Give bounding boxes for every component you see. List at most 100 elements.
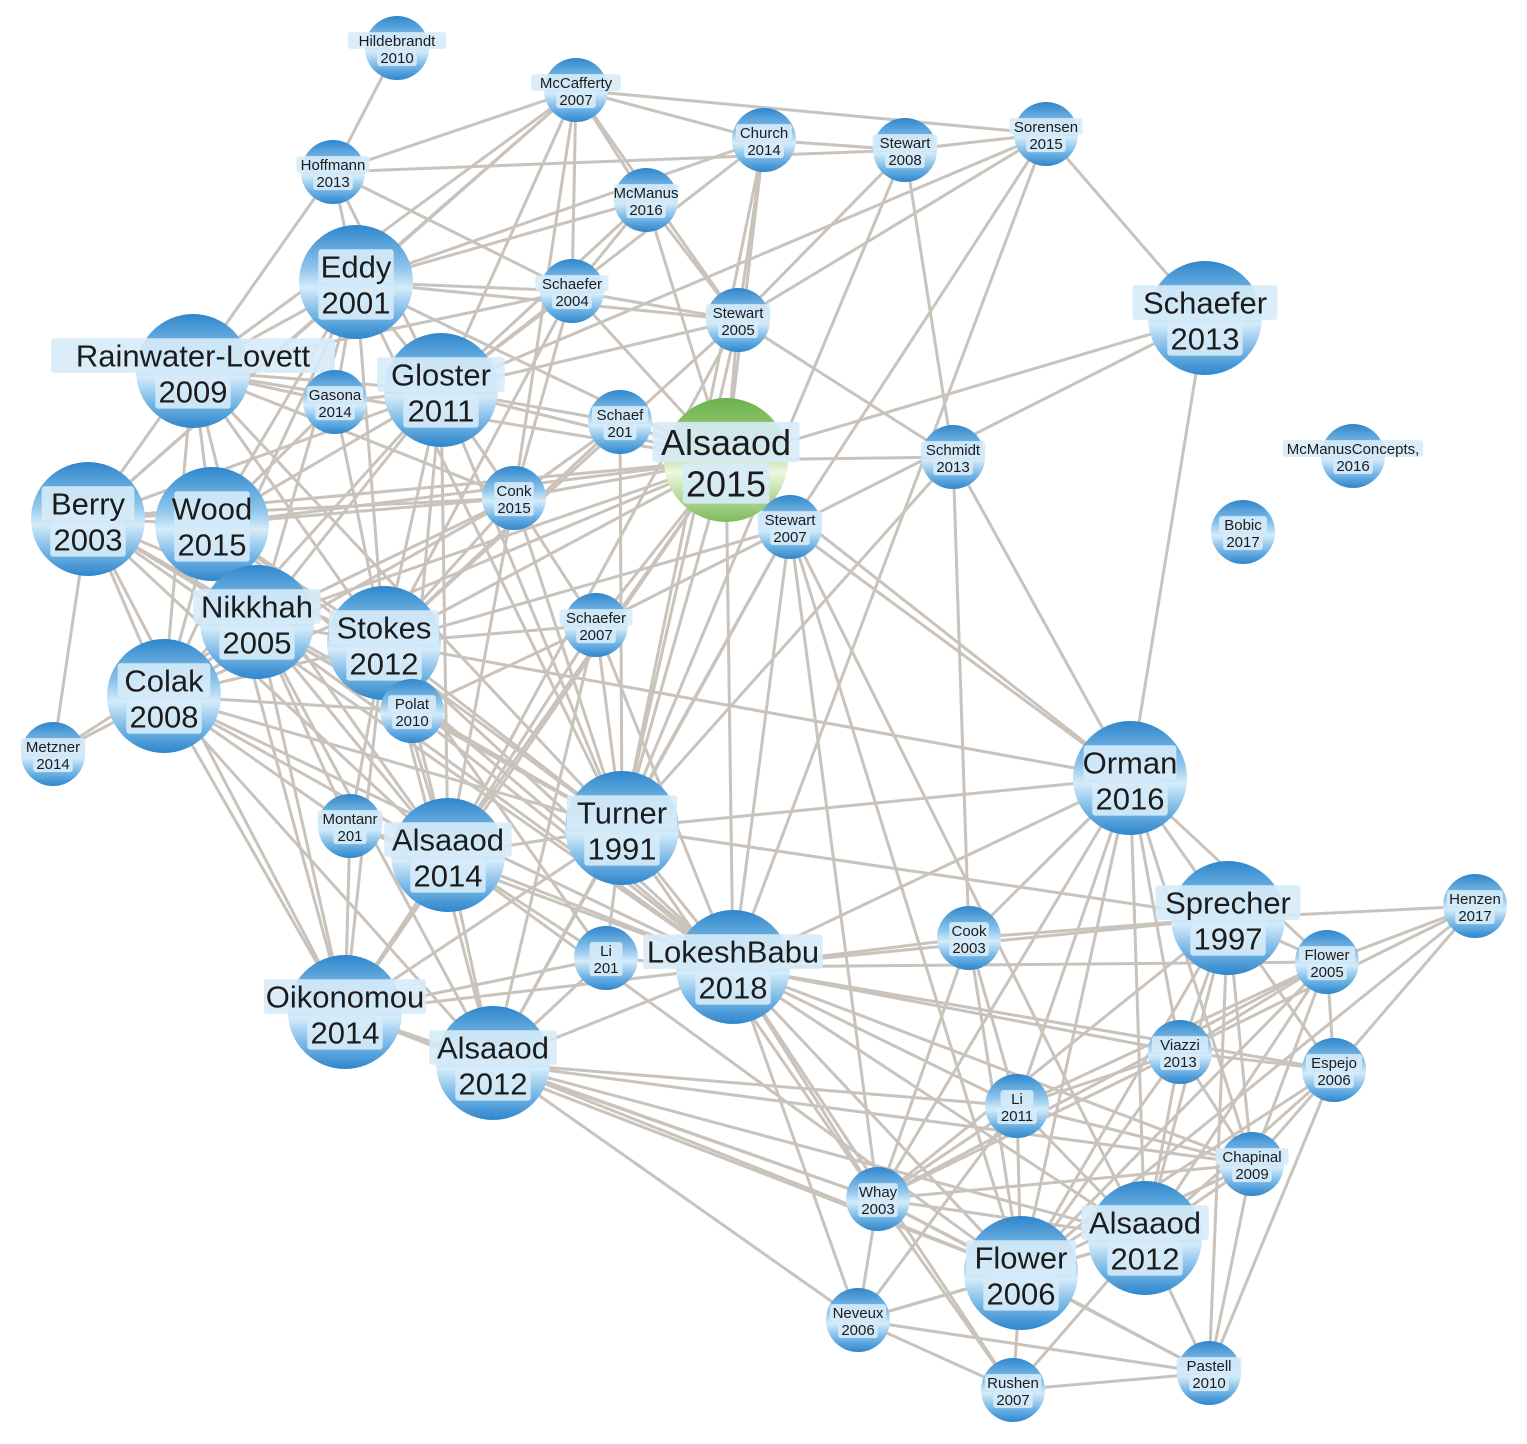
label-background (429, 1030, 557, 1065)
node-year-label: 2010 (1192, 1375, 1225, 1392)
label-background (744, 141, 784, 159)
node-year-label: 2005 (223, 625, 292, 660)
edge-neveux2006-pastell2010 (856, 1318, 1211, 1375)
label-background (949, 939, 989, 957)
node-name-label: Schaefer (542, 276, 602, 293)
node-year-label: 2016 (1336, 458, 1369, 475)
node-mcmanusconcepts2016[interactable]: McManusConcepts,2016 (1282, 424, 1424, 488)
edge-orman2016-turner1991 (620, 776, 1132, 830)
label-background (643, 934, 823, 969)
label-background (838, 1321, 878, 1339)
node-year-label: 1997 (1194, 921, 1263, 956)
label-background (155, 373, 231, 409)
node-year-label: 201 (337, 828, 362, 845)
node-name-label: Conk (496, 483, 532, 500)
node-year-label: 2009 (159, 374, 228, 409)
label-background (219, 624, 295, 660)
edge-colak2008-turner1991 (162, 694, 624, 830)
node-year-label: 2012 (1111, 1241, 1180, 1276)
edge-gloster2011-turner1991 (439, 388, 624, 830)
label-background (1232, 1165, 1272, 1183)
edge-orman2016-chapinal2009 (1128, 776, 1254, 1166)
node-name-label: Polat (395, 696, 430, 713)
node-year-label: 2005 (721, 322, 754, 339)
node-name-label: Stewart (880, 135, 932, 152)
label-background (770, 528, 810, 546)
edge-schaefer2007-alsaaod2012a (491, 623, 598, 1065)
label-background (535, 275, 609, 292)
node-year-label: 2014 (36, 756, 69, 773)
node-name-label: Chapinal (1222, 1149, 1281, 1166)
label-background (559, 609, 633, 626)
label-background (1307, 963, 1347, 981)
edge-alsaaod2015-stokes2012 (382, 458, 728, 645)
node-name-label: Gloster (391, 358, 491, 393)
label-background (315, 403, 355, 421)
edge-sorensen2015-stewart2005 (736, 132, 1048, 322)
label-background (174, 491, 250, 526)
node-name-label: Church (740, 125, 788, 142)
label-background (858, 1200, 898, 1218)
label-background (392, 712, 432, 730)
label-background (318, 284, 394, 320)
label-background (705, 304, 771, 321)
node-year-label: 2011 (1001, 1108, 1033, 1125)
node-name-label: Sprecher (1165, 886, 1291, 921)
edge-stewart2007-alsaaod2012b (788, 525, 1147, 1240)
label-background (1298, 946, 1356, 963)
node-name-label: McManusConcepts, (1287, 441, 1420, 458)
node-year-label: 2007 (773, 529, 806, 546)
edge-schaefer2007-polat2010 (410, 623, 598, 713)
